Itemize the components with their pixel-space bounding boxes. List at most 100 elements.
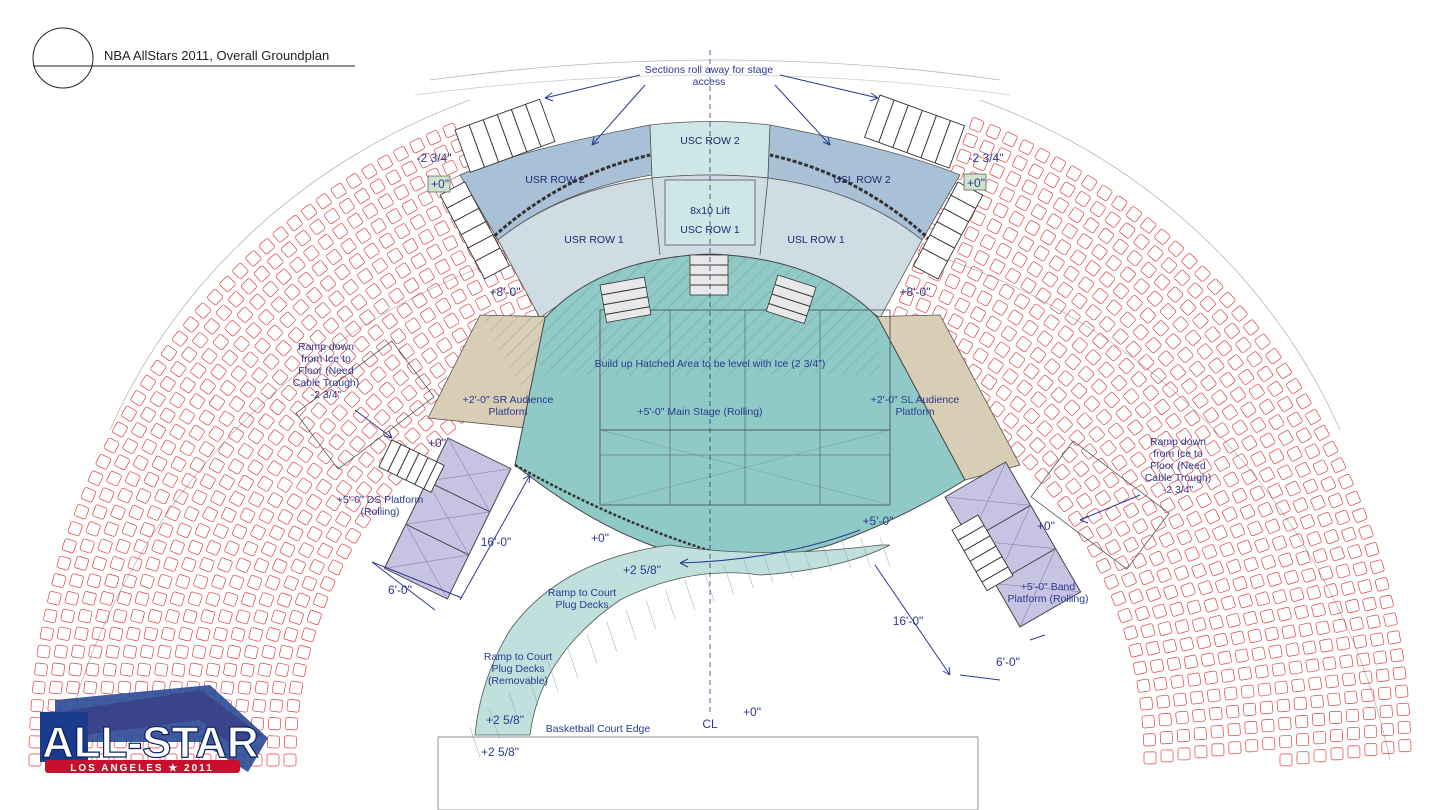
seat <box>1091 244 1108 261</box>
seat <box>1187 282 1204 299</box>
seat <box>176 522 192 539</box>
seat <box>207 289 224 306</box>
seat <box>1311 602 1326 618</box>
seat <box>1014 293 1030 310</box>
seat <box>1330 457 1346 473</box>
seat <box>1176 529 1193 546</box>
seat <box>1259 700 1274 715</box>
logo-main-text: ALL-STAR <box>42 718 259 767</box>
seat <box>128 505 144 521</box>
seat <box>289 256 306 273</box>
seat <box>146 505 163 521</box>
seat <box>223 592 239 607</box>
seat <box>104 573 120 589</box>
seat <box>1210 725 1224 739</box>
sections-roll-label-2: access <box>693 76 726 88</box>
seat <box>68 662 83 677</box>
seat <box>973 250 990 266</box>
seat <box>1278 552 1294 568</box>
seat <box>1021 179 1038 196</box>
seat <box>1187 672 1202 687</box>
seat <box>1061 447 1078 463</box>
seat <box>99 487 115 503</box>
seat <box>85 521 101 537</box>
seat <box>1002 131 1018 148</box>
seat <box>208 425 225 442</box>
seat <box>1035 287 1052 304</box>
seat <box>1259 466 1275 483</box>
seat <box>159 407 176 424</box>
seat <box>1165 413 1182 430</box>
seat <box>1108 422 1125 439</box>
seat <box>1023 363 1040 380</box>
seat <box>1369 632 1385 647</box>
ds-platform-label-2: (Rolling) <box>360 506 399 518</box>
seat <box>1261 719 1275 733</box>
ramp-court-1-line-1: Ramp to Court <box>548 587 616 599</box>
seat <box>179 408 195 425</box>
seat <box>387 247 403 264</box>
truss-unit-left <box>599 276 652 323</box>
seat <box>130 609 145 624</box>
seat <box>100 680 115 695</box>
elev-two58-c: +2 5/8" <box>481 745 519 759</box>
seat <box>263 353 280 370</box>
seat <box>354 512 371 529</box>
seat <box>404 317 421 334</box>
seat <box>1087 541 1103 558</box>
court-edge-label: Basketball Court Edge <box>546 723 651 735</box>
seat <box>92 504 108 520</box>
seat <box>428 322 444 339</box>
ramp-right-line-1: Ramp down <box>1150 436 1206 448</box>
seat <box>272 226 289 243</box>
seat <box>262 281 279 298</box>
seat <box>1295 462 1311 478</box>
seat <box>417 190 434 207</box>
seat <box>508 279 524 295</box>
seat <box>335 511 352 528</box>
seat <box>1046 213 1063 230</box>
seat <box>1223 471 1239 488</box>
seat <box>88 644 103 659</box>
seat <box>1066 165 1082 182</box>
seat <box>1379 594 1394 610</box>
seat <box>409 400 426 417</box>
seat <box>85 662 100 677</box>
seat <box>976 290 993 307</box>
drawing-title: NBA AllStars 2011, Overall Groundplan <box>104 48 329 63</box>
seat <box>71 644 86 659</box>
seat <box>362 203 379 219</box>
seat <box>311 260 328 277</box>
seat <box>899 290 915 306</box>
seat <box>231 524 248 540</box>
seat <box>1255 591 1270 607</box>
seat <box>1149 658 1165 673</box>
band-platform-label-2: Platform (Rolling) <box>1007 593 1088 605</box>
seat <box>357 268 374 285</box>
seat <box>995 147 1012 163</box>
seat <box>297 446 314 463</box>
seat <box>115 538 131 554</box>
seat <box>376 339 392 356</box>
seat <box>1336 636 1351 651</box>
seat <box>306 462 323 479</box>
seat <box>387 396 404 414</box>
seat <box>218 410 235 427</box>
seat <box>1213 632 1228 648</box>
seat <box>49 680 63 695</box>
seat <box>97 538 113 554</box>
seat <box>1126 295 1143 312</box>
seat <box>1078 320 1095 337</box>
seat <box>36 644 51 659</box>
elev-zero-court: +0" <box>743 705 761 719</box>
seat <box>269 525 285 541</box>
seat <box>1279 753 1293 767</box>
seat <box>296 509 313 526</box>
seat <box>1227 723 1241 737</box>
seat <box>202 506 218 522</box>
ramp-court-2-line-2: Plug Decks <box>491 663 544 675</box>
seat <box>1103 574 1120 590</box>
seat <box>1162 381 1179 398</box>
seat <box>406 358 423 375</box>
